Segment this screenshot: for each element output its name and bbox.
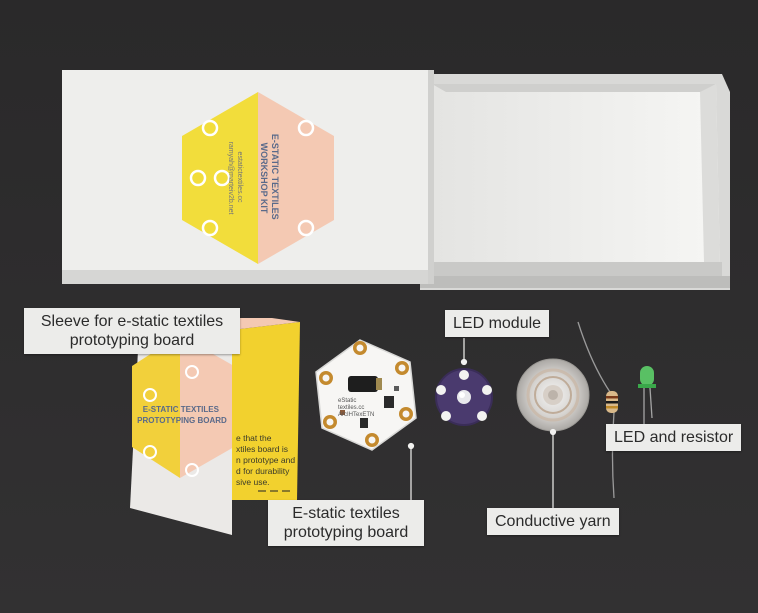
- sleeve-note-2: xtiles board is: [236, 444, 288, 454]
- conductive-yarn: [516, 358, 590, 432]
- svg-text:eStatic textiles.cc: eStatic textiles.cc ArcIHTexETN: [338, 398, 374, 418]
- label-led-module: LED module: [445, 310, 550, 337]
- sleeve-title-line1: E-STATIC TEXTILES: [143, 405, 220, 414]
- label-board: E-static textiles prototyping board: [268, 500, 424, 546]
- box-email: ramyah@marteiv2b.net: [227, 142, 234, 215]
- sleeve-note-3: n prototype and: [236, 455, 295, 465]
- box-title-line1: E-STATIC TEXTILES: [270, 134, 280, 220]
- sleeve-booklet: E-STATIC TEXTILES PROTOTYPING BOARD e th…: [130, 318, 300, 535]
- sleeve-note-1: e that the: [236, 433, 272, 443]
- led: [638, 366, 656, 428]
- sleeve-title-line2: PROTOTYPING BOARD: [137, 416, 227, 425]
- label-sleeve: Sleeve for e-static textiles prototyping…: [24, 308, 240, 354]
- prototyping-board: eStatic textiles.cc ArcIHTexETN: [315, 339, 417, 451]
- sleeve-note-5: sive use.: [236, 477, 270, 487]
- sleeve-note-4: d for durability: [236, 466, 290, 476]
- led-module: [435, 368, 493, 426]
- label-conductive-yarn: Conductive yarn: [487, 508, 619, 535]
- svg-text:estatictextiles.cc ramya: estatictextiles.cc ramyah@marteiv2b.net: [227, 142, 243, 215]
- resistor: [577, 321, 618, 499]
- pcb-text-2: textiles.cc: [338, 405, 364, 411]
- pcb-text-1: eStatic: [338, 398, 356, 404]
- label-led-resistor: LED and resistor: [606, 424, 742, 451]
- box-tray: [420, 74, 730, 290]
- svg-text:e that the xtiles board: e that the xtiles board is n prototype a…: [236, 433, 297, 487]
- box-title-line2: WORKSHOP KIT: [259, 143, 269, 214]
- pcb-text-3: ArcIHTexETN: [338, 412, 374, 418]
- svg-text:E-STATIC TEXTILES WORKSH: E-STATIC TEXTILES WORKSHOP KIT: [259, 134, 280, 222]
- svg-text:E-STATIC TEXTILES PROTOT: E-STATIC TEXTILES PROTOTYPING BOARD: [137, 405, 227, 425]
- box-website: estatictextiles.cc: [236, 152, 243, 203]
